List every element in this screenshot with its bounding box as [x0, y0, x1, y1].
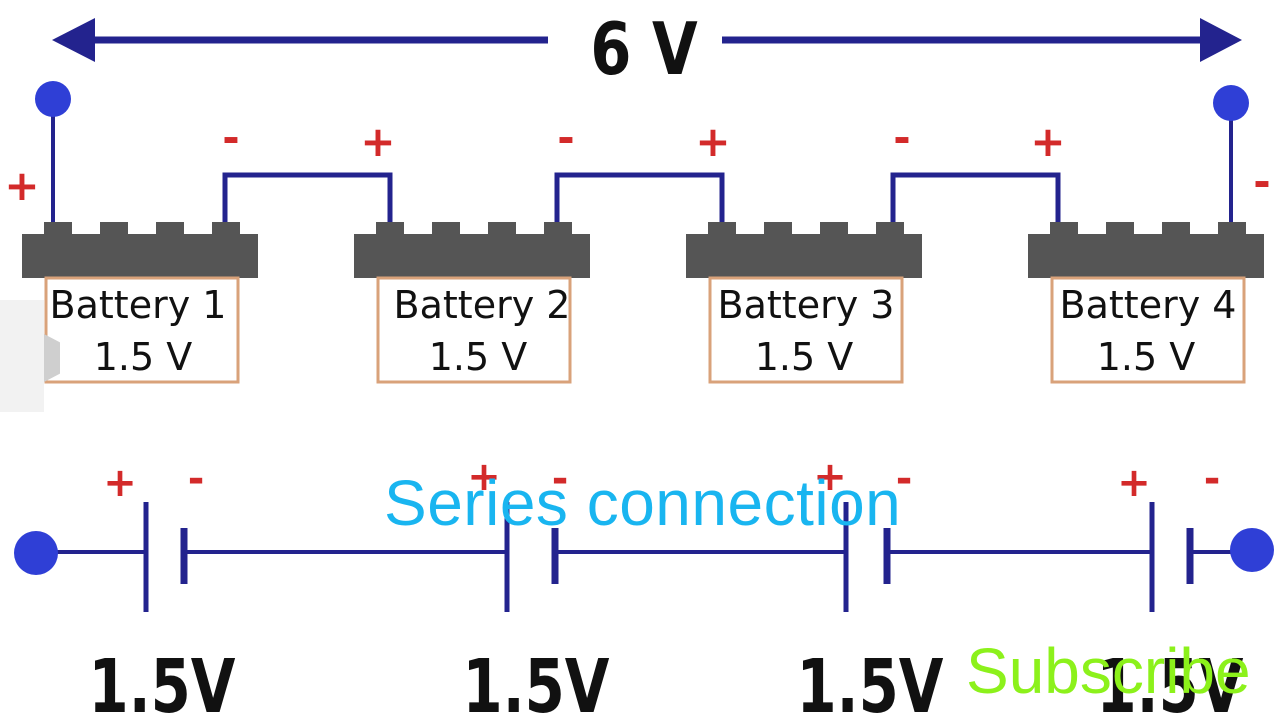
main-terminals — [35, 81, 1249, 224]
battery-2-voltage: 1.5 V — [429, 335, 528, 379]
cell-3-plus: + — [813, 454, 847, 500]
total-voltage-arrow: 6 V — [52, 7, 1242, 91]
battery-4-plus: + — [1030, 117, 1065, 166]
battery-3 — [686, 222, 922, 384]
subscribe-button[interactable]: Subscribe — [966, 635, 1251, 707]
arrow-right-icon — [1200, 18, 1242, 62]
cell-1-minus: - — [188, 456, 205, 502]
cell-4-voltage: 1.5V — [1097, 643, 1244, 720]
positive-terminal-dot — [35, 81, 71, 117]
battery-1-name: Battery 1 — [50, 283, 227, 327]
schematic: + - + - + - + - 1.5V 1.5V 1.5V 1.5V — [14, 454, 1274, 724]
cell-4-minus: - — [1204, 456, 1221, 502]
cell-2-minus: - — [552, 456, 569, 502]
battery-3-voltage: 1.5 V — [755, 335, 854, 379]
negative-terminal-dot — [1213, 85, 1249, 121]
battery-4 — [1028, 222, 1264, 384]
play-button[interactable] — [0, 300, 90, 412]
cell-3-voltage: 1.5V — [797, 643, 944, 720]
cell-4-plus: + — [1117, 460, 1151, 506]
cell-1-voltage: 1.5V — [89, 643, 236, 720]
battery-2-plus: + — [360, 117, 395, 166]
battery-4-voltage: 1.5 V — [1097, 335, 1196, 379]
cell-symbol-1 — [143, 502, 188, 612]
arrow-left-icon — [52, 18, 95, 62]
main-minus-sign: - — [1253, 157, 1270, 206]
schematic-left-terminal — [14, 531, 58, 575]
battery-links — [222, 172, 1061, 224]
battery-1-voltage: 1.5 V — [94, 335, 193, 379]
cell-1-plus: + — [103, 460, 137, 506]
total-voltage-label: 6 V — [590, 7, 697, 91]
cell-2-voltage: 1.5V — [463, 643, 610, 720]
play-icon — [0, 300, 90, 412]
battery-2 — [354, 222, 590, 384]
battery-2-minus: - — [557, 113, 574, 162]
battery-3-minus: - — [893, 113, 910, 162]
battery-1-minus: - — [222, 113, 239, 162]
battery-2-name: Battery 2 — [394, 283, 571, 327]
cell-3-minus: - — [896, 456, 913, 502]
battery-1 — [22, 222, 258, 384]
cell-symbol-3 — [843, 502, 891, 612]
overlay-title: Series connection — [384, 467, 902, 539]
battery-3-name: Battery 3 — [718, 283, 895, 327]
schematic-right-terminal — [1230, 528, 1274, 572]
cell-2-plus: + — [467, 454, 501, 500]
battery-4-name: Battery 4 — [1060, 283, 1237, 327]
battery-3-plus: + — [695, 117, 730, 166]
cell-symbol-2 — [504, 502, 559, 612]
main-plus-sign: + — [4, 161, 39, 210]
cell-symbol-4 — [1149, 502, 1194, 612]
